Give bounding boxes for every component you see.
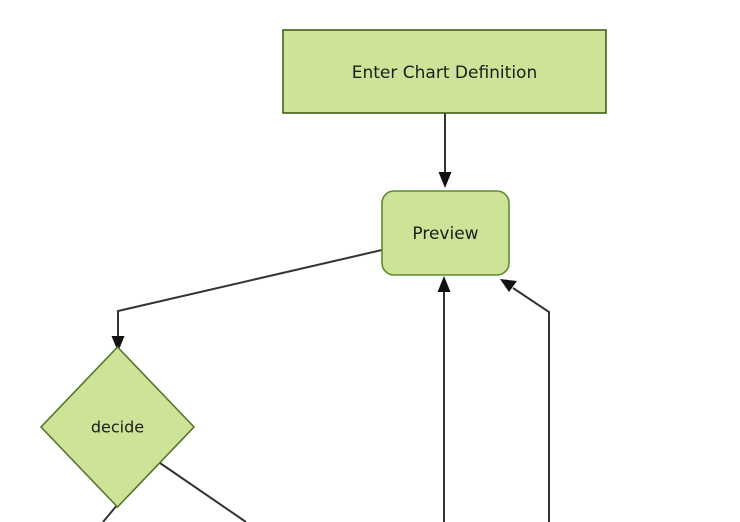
node-label: Enter Chart Definition — [352, 63, 537, 83]
node-label: Preview — [412, 224, 478, 244]
edge-line — [102, 503, 119, 522]
edge-line — [159, 462, 247, 522]
edge-bottom-right-to-preview — [500, 279, 550, 522]
edge-line — [512, 287, 550, 522]
arrowhead-icon — [111, 336, 125, 352]
edge-decide-to-bottom-right — [159, 462, 247, 522]
node-rectangle[interactable] — [282, 29, 607, 114]
node-preview[interactable]: Preview — [381, 190, 510, 276]
arrowhead-icon — [438, 172, 452, 188]
node-enter-chart-definition[interactable]: Enter Chart Definition — [282, 29, 607, 114]
edge-preview-to-decide — [111, 249, 383, 352]
node-decide[interactable]: decide — [39, 345, 196, 509]
node-rounded-rectangle[interactable] — [381, 190, 510, 276]
node-label: decide — [91, 418, 144, 437]
node-diamond[interactable] — [39, 345, 196, 509]
edge-line — [117, 249, 383, 339]
arrowhead-icon — [437, 276, 451, 292]
edge-enter-to-preview — [438, 113, 452, 188]
edge-bottom-center-to-preview — [437, 276, 451, 522]
arrowhead-icon — [500, 279, 517, 292]
edge-decide-to-bottom-left — [102, 503, 119, 522]
